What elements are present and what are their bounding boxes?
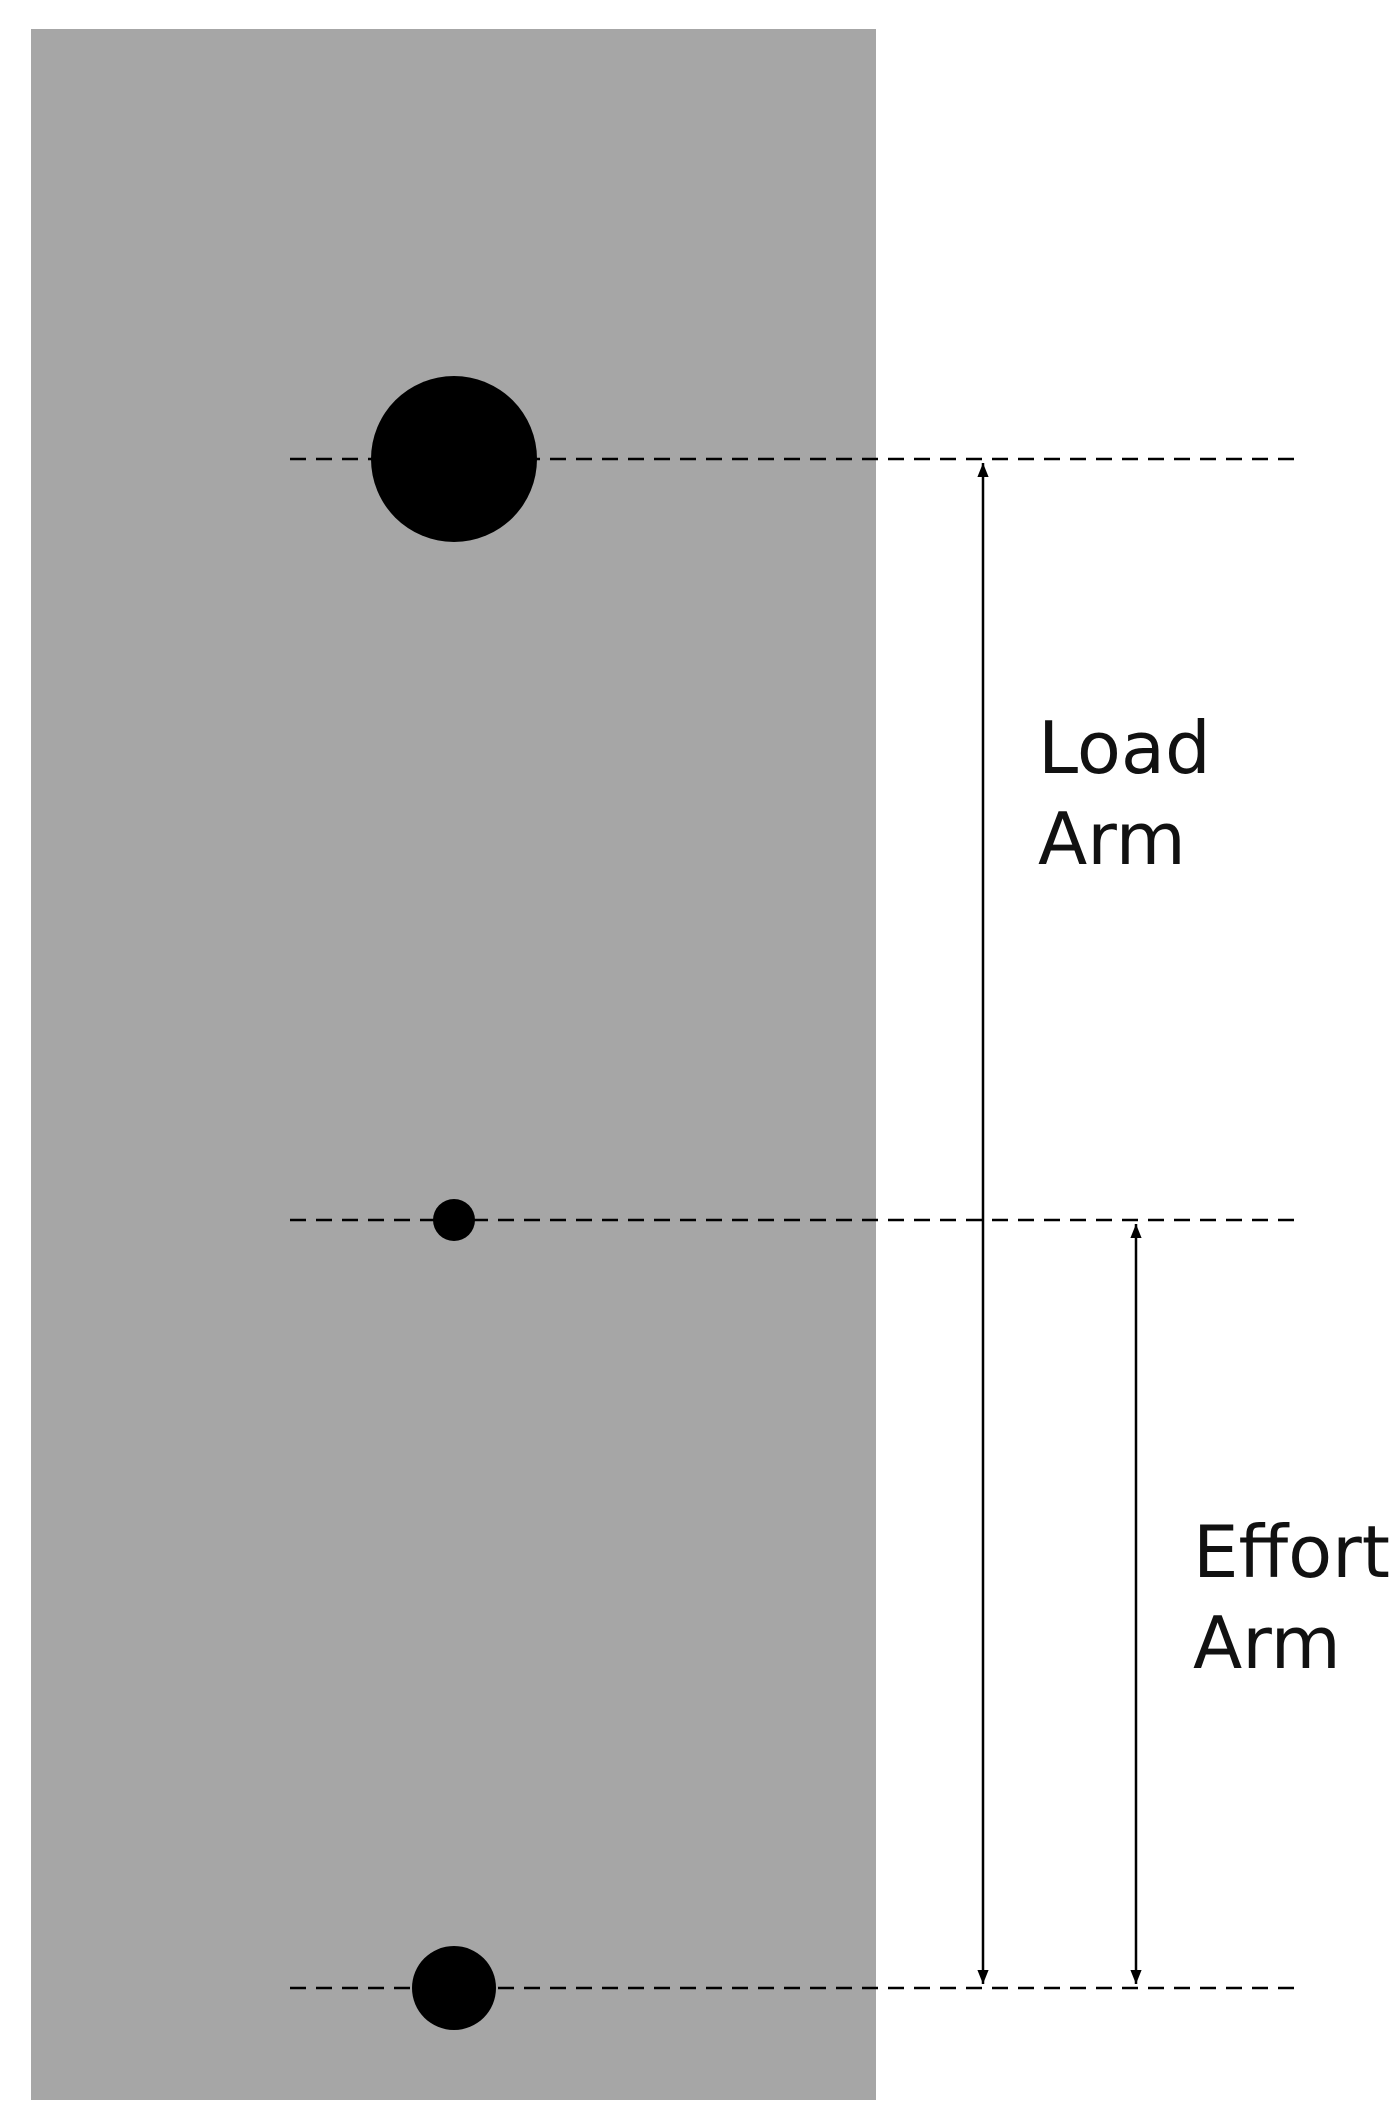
effort-arm-label-line-1: Effort [1193,1510,1390,1594]
load-arm-label: Load Arm [1038,706,1234,881]
effort-arm-label-line-2: Arm [1193,1601,1341,1685]
load-point [371,376,537,542]
lever-bar [31,29,876,2100]
effort-point [412,1946,496,2030]
fulcrum-point [433,1199,475,1241]
effort-arm-label: Effort Arm [1193,1510,1396,1685]
load-arm-label-line-2: Arm [1038,797,1186,881]
load-arm-label-line-1: Load [1038,706,1211,790]
